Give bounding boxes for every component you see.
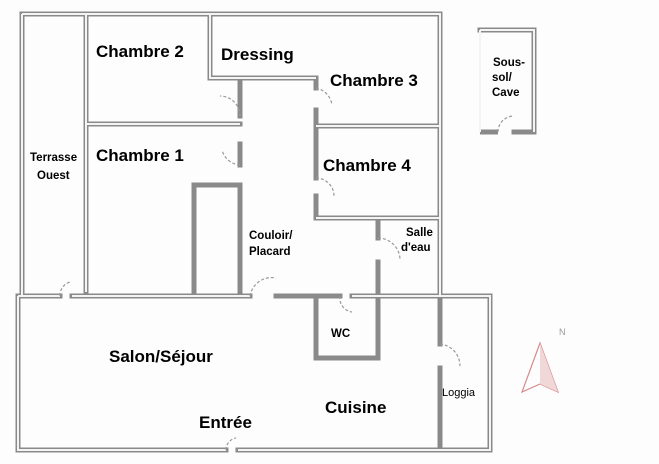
room-label-cuisine: Cuisine (325, 398, 386, 417)
room-label-cave-1: Sous- (493, 57, 525, 69)
door-chambre2 (219, 95, 241, 117)
room-label-chambre1: Chambre 1 (96, 146, 184, 165)
room-label-loggia: Loggia (442, 387, 476, 399)
room-label-wc: WC (331, 328, 350, 340)
room-label-couloir-2: Placard (249, 246, 291, 258)
walls (15, 11, 537, 453)
room-label-cave-3: Cave (492, 87, 520, 99)
room-label-salle-1: Salle (406, 227, 433, 239)
door-loggia (439, 343, 461, 367)
door-wc (339, 295, 353, 313)
room-label-dressing: Dressing (221, 45, 294, 64)
door-cave (497, 115, 515, 133)
north-compass-icon: N (520, 327, 566, 394)
room-label-cave-2: sol/ (492, 72, 513, 84)
room-label-chambre3: Chambre 3 (330, 71, 418, 90)
room-label-terrasse-1: Terrasse (30, 152, 77, 164)
room-label-chambre2: Chambre 2 (96, 42, 184, 61)
room-label-chambre4: Chambre 4 (323, 156, 411, 175)
compass-north-label: N (559, 327, 566, 337)
door-chambre3 (315, 87, 333, 106)
room-label-couloir-1: Couloir/ (249, 230, 293, 242)
door-entree (225, 437, 237, 451)
door-couloir (249, 276, 277, 297)
door-terrasse (59, 281, 71, 297)
door-chambre4 (315, 177, 335, 197)
room-label-entree: Entrée (199, 413, 252, 432)
room-label-salon: Salon/Séjour (109, 347, 213, 366)
door-salle-eau (377, 237, 401, 261)
doors (59, 87, 515, 451)
room-label-terrasse-2: Ouest (37, 170, 70, 182)
room-label-salle-2: d'eau (401, 242, 431, 254)
door-chambre1 (221, 149, 241, 166)
